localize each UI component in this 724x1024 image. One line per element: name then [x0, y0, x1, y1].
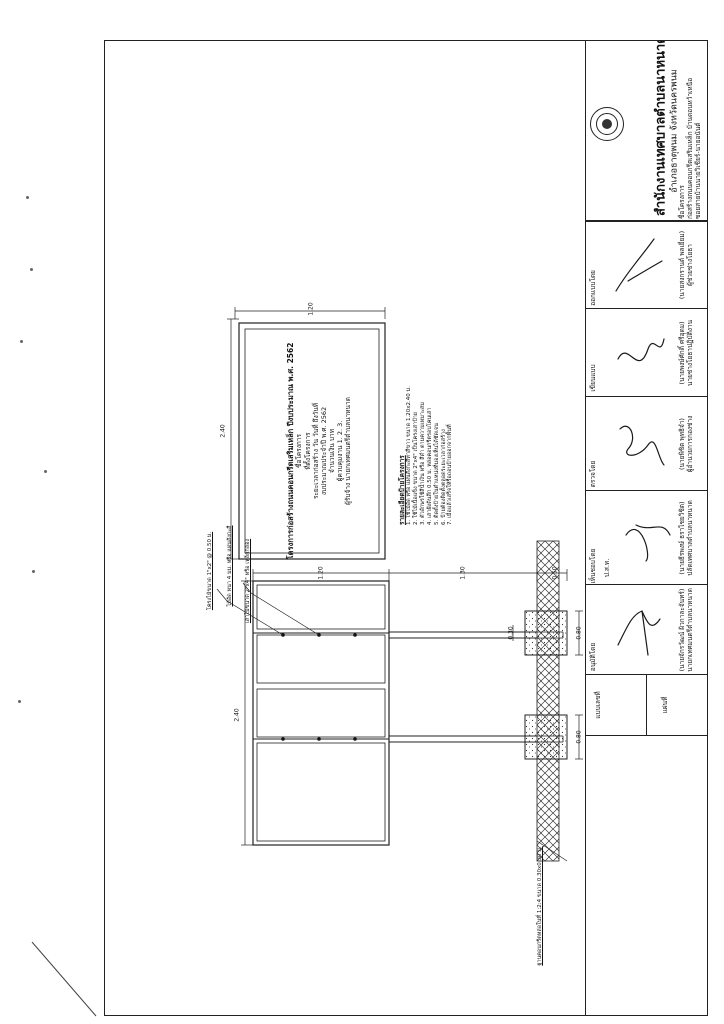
- sign-row-2: ระยะเวลาก่อสร้าง วัน วันที่ ถึงวันที่: [311, 402, 320, 500]
- posts: [389, 631, 537, 743]
- callout-footing: ฐานคอนกรีตหล่อในที่ 1:2:4 ขนาด 0.30x0.30…: [537, 846, 543, 966]
- sign-row-3: งบประมาณประจำปี พ.ศ. 2562: [319, 406, 328, 496]
- sign-notes: รายละเอียดป้ายโครงการ 1. ใช้ไม้อัด หรือ …: [361, 375, 491, 525]
- tb-drawing-no: แบบเลขที่ แผ่นที่: [586, 675, 707, 735]
- tb-bottom-rule: [586, 735, 707, 736]
- callout-post: เสาไม้ขนาด 2"x4" หรือ เหล็กกล่อง: [245, 538, 251, 624]
- scan-speck: [18, 700, 21, 703]
- tb-approver: อนุมัติโดย (นายจักรวัฒน์ ผิวกาละจันทร์) …: [586, 585, 707, 675]
- designer-signature: [615, 238, 663, 292]
- proposer-signature: [625, 524, 671, 562]
- approver-signature: [617, 610, 661, 656]
- drawing-no-label: แบบเลขที่: [594, 691, 602, 719]
- dim-sign-width: 2.40: [219, 424, 227, 438]
- approver-name: (นายจักรวัฒน์ ผิวกาละจันทร์): [677, 588, 686, 672]
- footings: [524, 610, 568, 760]
- checker-title: ผู้อำนวยการกองช่าง: [686, 415, 694, 473]
- scan-speck: [30, 268, 33, 271]
- project-label: ชื่อโครงการ: [677, 185, 686, 219]
- scan-speck: [20, 340, 23, 343]
- approver-title: นายกเทศมนตรีตำบลนาหนาด: [686, 588, 694, 672]
- notes-title: รายละเอียดป้ายโครงการ: [397, 455, 406, 525]
- sign-row-6: ผู้รับจ้าง นายกเทศมนตรีตำบลนาหนาด: [344, 397, 352, 505]
- sign-row-1: ที่ตั้งโครงการ: [303, 432, 312, 470]
- dim-sign-height: 1.20: [307, 302, 315, 316]
- tb-project: [586, 221, 707, 222]
- proposer-title: ปลัดเทศบาลตำบลนาหนาด: [686, 500, 694, 576]
- sign-row-5: ผู้ควบคุมงาน 1. 2. 3.: [335, 420, 344, 482]
- scan-speck: [44, 470, 47, 473]
- drawing-area: โครงการก่อสร้างถนนคอนกรีตเสริมเหล็ก ปีงบ…: [105, 41, 587, 1015]
- tb-checker: ตรวจโดย (นายพิชิต พุทธิจำ) ผู้อำนวยการกอ…: [586, 397, 707, 491]
- callout-frame: โครงไม้ขนาด 1"x2" @ 0.50 ม.: [207, 531, 213, 611]
- sign-row-0: ชื่อโครงการ: [295, 434, 304, 468]
- sign-row-4: จำนวนเงิน บาท: [327, 429, 336, 473]
- dim-post-bottom: 1.30: [459, 566, 467, 580]
- proposer-name: (นายธีรพงษ์ ธราไชยวิชิต): [677, 501, 686, 575]
- tb-project-block: ชื่อโครงการ ก่อสร้างถนนคอนกรีตเสริมเหล็ก…: [672, 41, 708, 221]
- dim-footing-w: 0.30: [507, 626, 515, 640]
- tb-designer: ออกแบบโดย (นายสงกรานต์ พลเยี่ยม) ผู้ช่วย…: [586, 221, 707, 309]
- checker-name: (นายพิชิต พุทธิจำ): [677, 418, 686, 470]
- dim-board-total: 2.40: [233, 708, 241, 722]
- scan-speck: [32, 570, 35, 573]
- scan-diagonal-line: [31, 941, 97, 1017]
- project-name-2: ซอยสายบ้านนายวิเชียร์-นายอนันต์: [694, 122, 703, 219]
- writer-name: (นายพงษ์ศักดิ์ ศรีอุดม): [677, 321, 686, 385]
- designer-name: (นายสงกรานต์ พลเยี่ยม): [677, 230, 686, 300]
- drawing-sheet: โครงการก่อสร้างถนนคอนกรีตเสริมเหล็ก ปีงบ…: [104, 40, 708, 1016]
- project-name-1: ก่อสร้างถนนคอนกรีตเสริมเหล็ก บ้านดอนหว้า…: [685, 78, 694, 219]
- writer-signature: [617, 338, 665, 362]
- leader-lines: [216, 582, 568, 862]
- designer-title: ผู้ช่วยช่างโยธา: [686, 244, 694, 286]
- scan-speck: [26, 196, 29, 199]
- callout-board: ไม้อัด หนา 4 มม. หรือ แผ่นสังกะสี: [227, 525, 233, 607]
- tb-header: สำนักงานเทศบาลตำบลนาหนาด อำเภอธาตุพนม จั…: [586, 41, 707, 221]
- checker-signature: [619, 425, 665, 466]
- writer-title: นายช่างโยธาปฏิบัติงาน: [686, 319, 694, 387]
- sign-face-plan: [238, 322, 386, 560]
- ground-hatch: [536, 540, 560, 862]
- tb-writer: เขียนแบบ (นายพงษ์ศักดิ์ ศรีอุดม) นายช่าง…: [586, 309, 707, 397]
- sheet-label: แผ่นที่: [660, 696, 669, 714]
- dimension-lines: [227, 307, 583, 846]
- dim-embed: 0.50: [551, 566, 559, 580]
- dim-post-height: 1.20: [317, 566, 325, 580]
- municipal-seal-icon: [590, 107, 624, 141]
- tb-proposer: เห็นชอบโดย ป.ส.ท. (นายธีรพงษ์ ธราไชยวิชิ…: [586, 491, 707, 585]
- sign-heading: โครงการก่อสร้างถนนคอนกรีตเสริมเหล็ก ปีงบ…: [285, 342, 295, 560]
- title-block: สำนักงานเทศบาลตำบลนาหนาด อำเภอธาตุพนม จั…: [585, 41, 707, 1015]
- sign-board-elevation: [252, 580, 390, 846]
